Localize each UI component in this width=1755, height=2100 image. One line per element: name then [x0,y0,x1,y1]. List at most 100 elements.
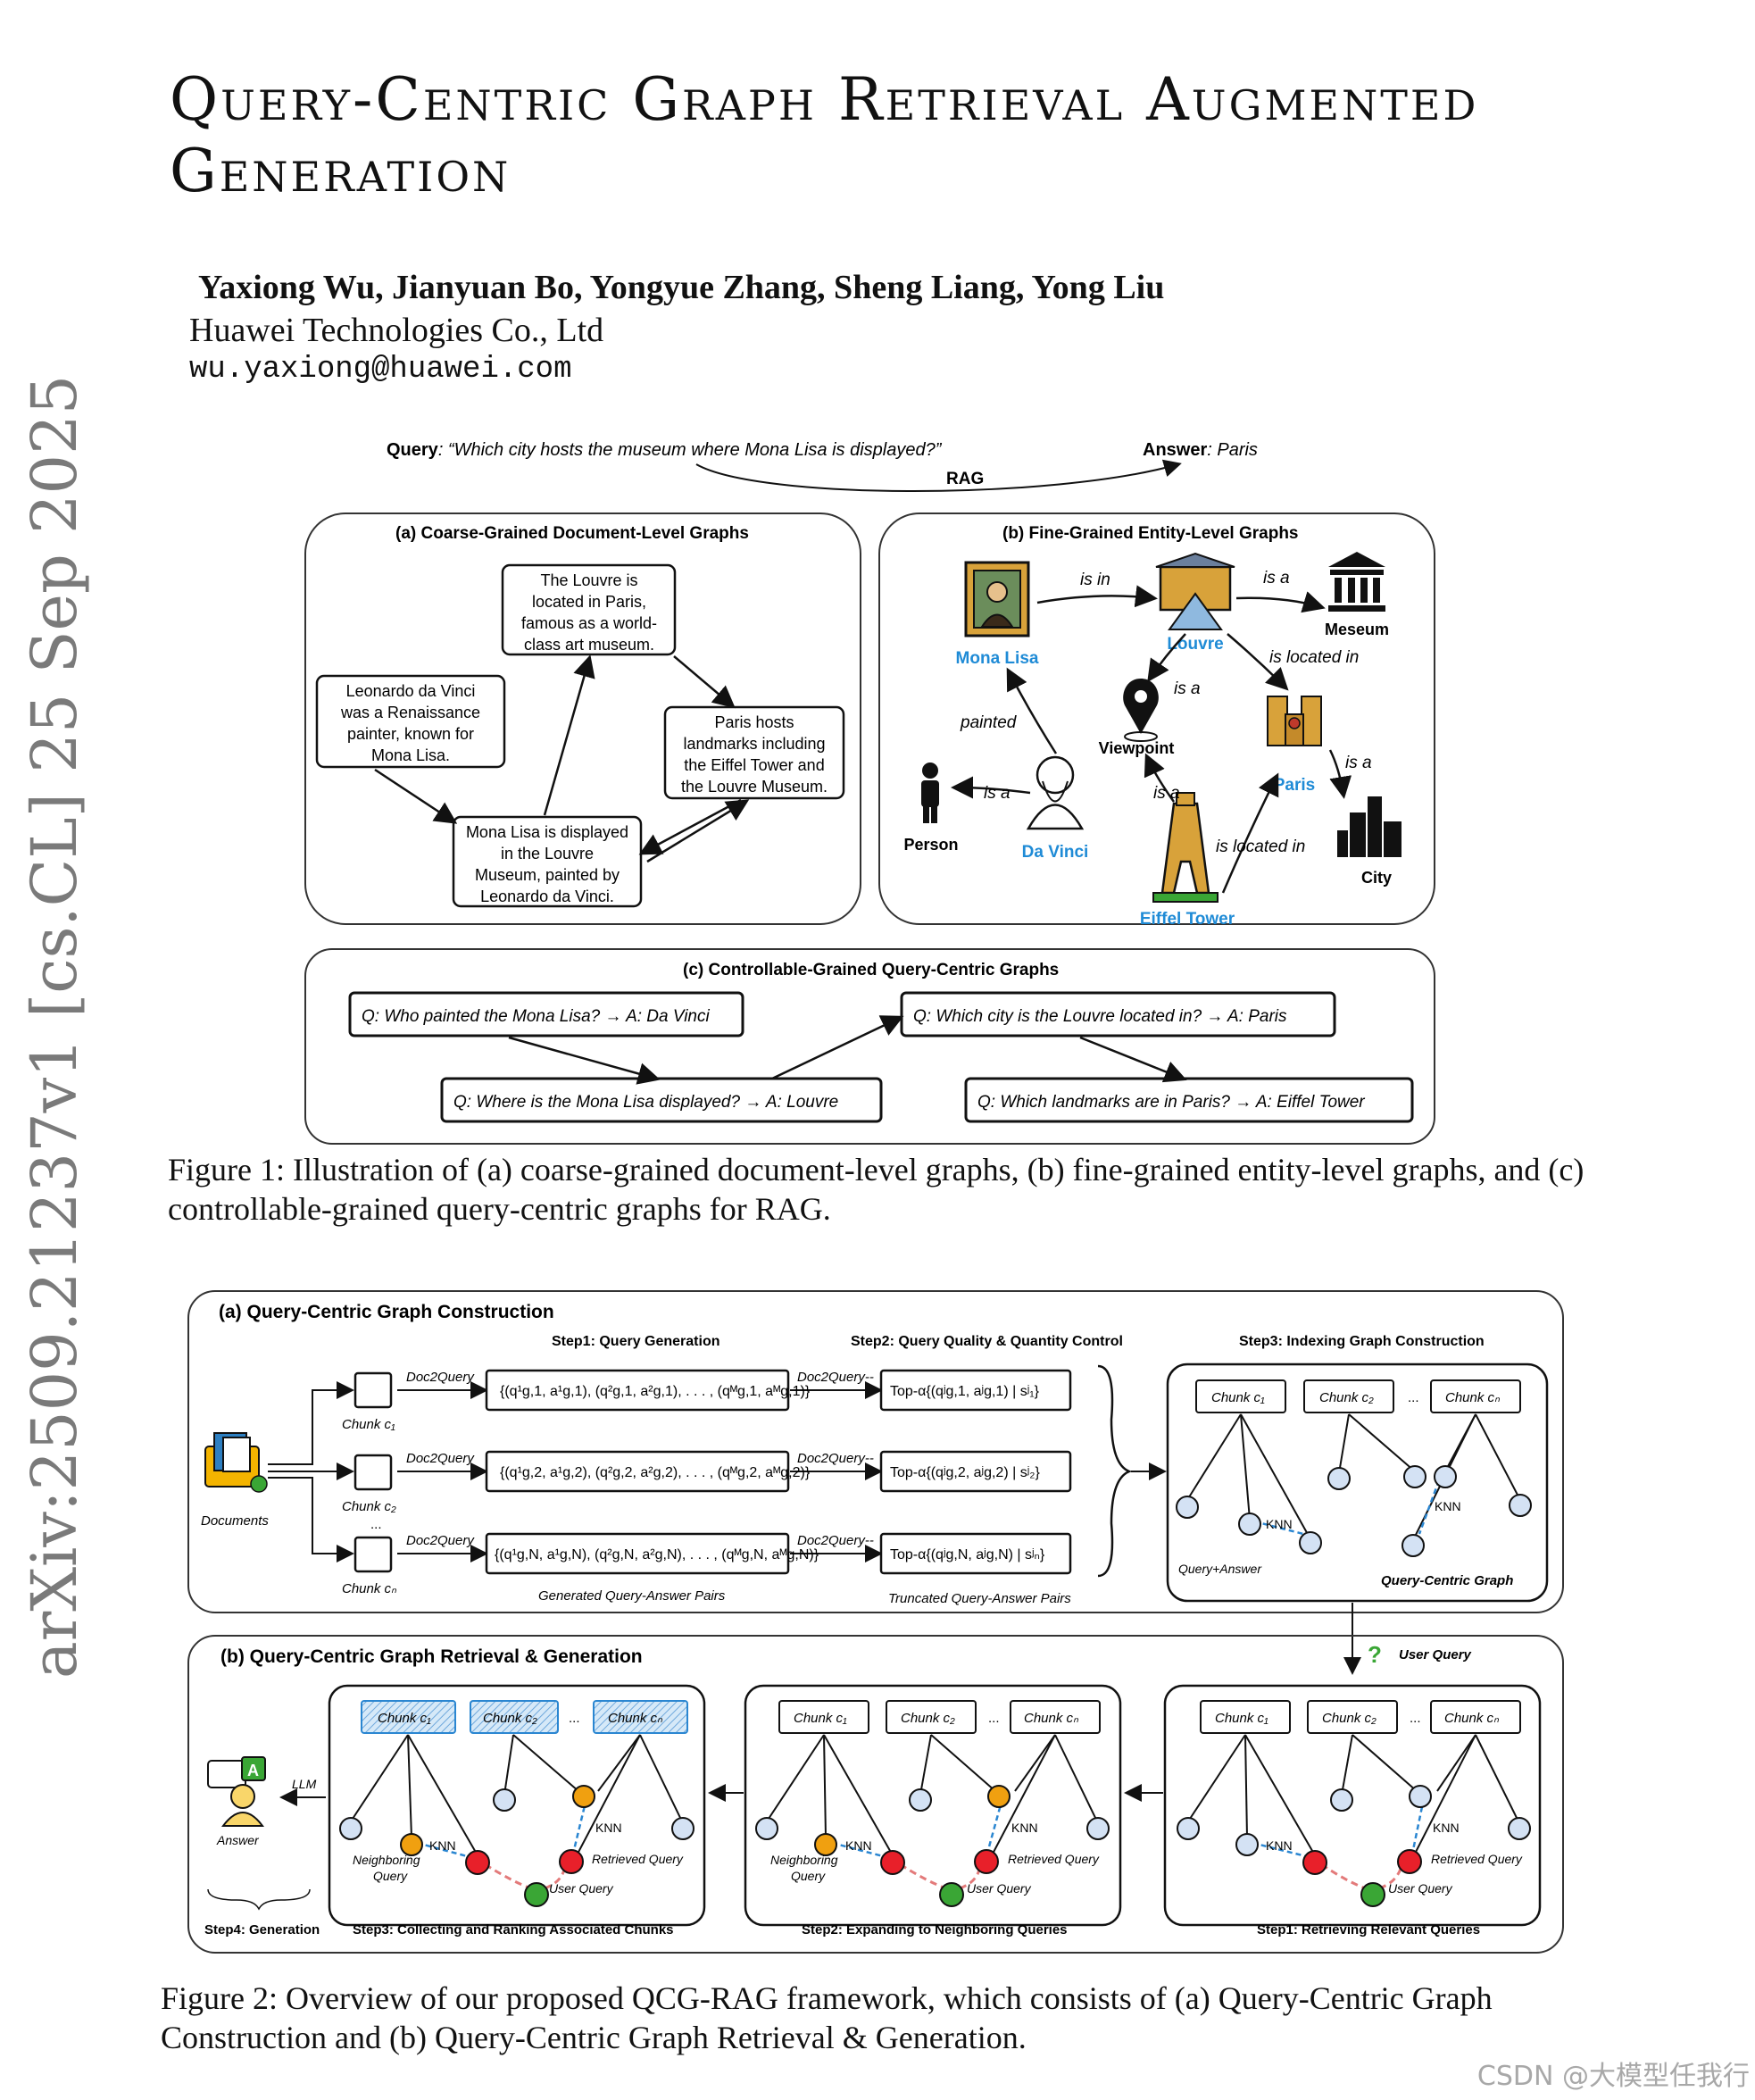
qa-node-2: Q: Which city is the Louvre located in? … [900,991,1336,1038]
svg-text:...: ... [569,1711,580,1726]
panel-b-title: (b) Fine-Grained Entity-Level Graphs [1002,524,1299,543]
author-list: Yaxiong Wu, Jianyuan Bo, Yongyue Zhang, … [198,269,1165,306]
knn-label-s1: KNN [1266,1838,1293,1853]
doc-node-louvre: The Louvre is located in Paris, famous a… [501,563,677,656]
fig2-panel-b-frame [187,1635,1564,1954]
step2-chunks: Chunk c₁ Chunk c₂ ... Chunk cₙ [778,1700,1101,1734]
svg-text:Q: Who painted the Mona Lisa?: Q: Who painted the Mona Lisa? → A: Da Vi… [362,1007,710,1026]
museum-icon [1328,552,1385,612]
panel-a-title: (a) Coarse-Grained Document-Level Graphs [395,524,749,543]
entity-graph-edges [951,585,1352,894]
chunk-ellipsis: ... [370,1517,382,1532]
step1-graph-frame [1163,1684,1542,1927]
step3-chunks: Chunk c₁ Chunk c₂ ... Chunk cₙ [361,1700,688,1734]
paper-title: Query-Centric Graph Retrieval Augmented … [170,65,1479,205]
chunk-2-label: Chunk c₂ [342,1499,396,1514]
doc-node-leonardo: Leonardo da Vinci was a Renaissance pain… [315,674,506,769]
qa-node-4: Q: Which landmarks are in Paris? → A: Ei… [964,1077,1414,1123]
svg-text:Chunk c₂: Chunk c₂ [901,1711,955,1726]
svg-text:Mona Lisa.: Mona Lisa. [371,746,450,764]
knn-label-s1b: KNN [1433,1821,1460,1835]
step3-indexing: Step3: Indexing Graph Construction [1239,1334,1485,1349]
knn-edge-a2 [1418,1479,1441,1535]
documents-label: Documents [201,1513,269,1529]
neighboring-query-s2-line1: Neighboring [770,1853,838,1867]
svg-text:Mona Lisa is displayed: Mona Lisa is displayed [466,823,628,841]
doc2query-minus-1: Doc2Query-- [797,1370,874,1385]
top-set-n: Top-α{(qʲg,N, aʲg,N) | sʲₙ} [879,1532,1072,1575]
top-set-1: Top-α{(qʲg,1, aʲg,1) | sʲ₁} [879,1369,1072,1412]
svg-text:class art museum.: class art museum. [524,636,654,654]
qa-node-1: Q: Who painted the Mona Lisa? → A: Da Vi… [348,991,744,1038]
svg-text:landmarks including: landmarks including [683,735,825,753]
panel-a-frame [304,512,861,925]
fig2-panel-a-frame [187,1290,1564,1613]
qa-node-3: Q: Where is the Mona Lisa displayed? → A… [440,1077,883,1123]
top-set-2: Top-α{(qʲg,2, aʲg,2) | sʲ₂} [879,1450,1072,1493]
user-query-s1: User Query [1388,1881,1453,1896]
step1-chunks: Chunk c₁ Chunk c₂ ... Chunk cₙ [1200,1700,1521,1734]
panel-c-title: (c) Controllable-Grained Query-Centric G… [683,961,1059,979]
viewpoint-pin-icon [1123,679,1159,742]
entity-viewpoint: Viewpoint [1099,739,1175,757]
entity-city: City [1361,869,1392,887]
svg-text:Chunk cₙ: Chunk cₙ [1444,1711,1500,1726]
svg-text:Top-α{(qʲg,2, aʲg,2) | sʲ₂}: Top-α{(qʲg,2, aʲg,2) | sʲ₂} [890,1465,1040,1480]
svg-text:located in Paris,: located in Paris, [532,593,646,611]
panel-c-frame [304,948,1435,1145]
rag-arrow [695,459,1182,492]
step1-edges [1187,1734,1520,1858]
entity-museum: Meseum [1325,621,1389,638]
neighboring-query-s3-line1: Neighboring [353,1853,420,1867]
doc-node-paris: Paris hosts landmarks including the Eiff… [663,705,845,800]
person-icon [921,762,939,823]
arxiv-identifier: arXiv:2509.21237v1 [cs.CL] 25 Sep 2025 [18,374,91,1679]
fig1-query: Query: “Which city hosts the museum wher… [387,440,943,460]
knn-label-a2: KNN [1435,1499,1461,1513]
svg-text:the Eiffel Tower and: the Eiffel Tower and [684,756,824,774]
author-email[interactable]: wu.yaxiong@huawei.com [189,353,572,387]
step3-edges [350,1734,684,1858]
rel-is-located-in-paris: is located in [1269,648,1359,667]
chunk-1-label: Chunk c₁ [342,1417,395,1432]
rel-is-a-museum: is a [1263,569,1290,588]
knn-label-s3: KNN [429,1838,456,1853]
step4-label: Step4: Generation [204,1922,320,1938]
svg-text:...: ... [1410,1711,1421,1726]
figure-1: Query: “Which city hosts the museum wher… [304,440,1435,1145]
answer-avatar-icon: A [207,1756,266,1827]
doc-graph-edges [374,654,750,863]
svg-text:Top-α{(qʲg,1, aʲg,1) | sʲ₁}: Top-α{(qʲg,1, aʲg,1) | sʲ₁} [890,1384,1040,1399]
svg-text:Museum, painted by: Museum, painted by [475,866,620,884]
user-query-edges [484,1862,1403,1890]
qa-set-n: {(q¹g,N, a¹g,N), (q²g,N, a²g,N), . . . ,… [485,1532,819,1575]
svg-text:{(q¹g,1, a¹g,1), (q²g,1, a²g,1: {(q¹g,1, a¹g,1), (q²g,1, a²g,1), . . . ,… [500,1384,811,1399]
user-query-label-top: User Query [1399,1647,1472,1662]
llm-label: LLM [292,1777,317,1791]
documents-folder-icon [204,1432,268,1493]
figure-2: (a) Query-Centric Graph Construction Ste… [187,1290,1564,1954]
svg-text:was a Renaissance: was a Renaissance [340,704,480,721]
notre-dame-icon [1267,696,1322,746]
svg-text:Chunk c₂: Chunk c₂ [1322,1711,1377,1726]
qc-graph-edges [1186,1413,1521,1541]
truncated-pairs-label: Truncated Query-Answer Pairs [888,1591,1071,1606]
fig1-answer: Answer: Paris [1143,440,1258,460]
entity-da-vinci: Da Vinci [1022,843,1089,862]
step2-quality-control: Step2: Query Quality & Quantity Control [851,1334,1123,1349]
figure-2-caption: Figure 2: Overview of our proposed QCG-R… [161,1980,1493,2055]
rel-is-in: is in [1080,571,1110,589]
doc2query-minus-n: Doc2Query-- [797,1533,874,1548]
entity-paris: Paris [1274,776,1315,795]
user-query-s3: User Query [549,1881,614,1896]
svg-text:Chunk c₁: Chunk c₁ [1215,1711,1268,1726]
chunk-n-label: Chunk cₙ [342,1581,397,1596]
louvre-icon [1155,552,1235,630]
knn-label-s2b: KNN [1011,1821,1038,1835]
qc-graph-query-nodes [1176,1465,1532,1557]
qc-graph-label: Query-Centric Graph [1381,1573,1513,1588]
user-query-s2: User Query [967,1881,1032,1896]
step2-edges [766,1734,1099,1858]
svg-text:Chunk cₙ: Chunk cₙ [1024,1711,1079,1726]
svg-text:painter, known for: painter, known for [347,725,474,743]
